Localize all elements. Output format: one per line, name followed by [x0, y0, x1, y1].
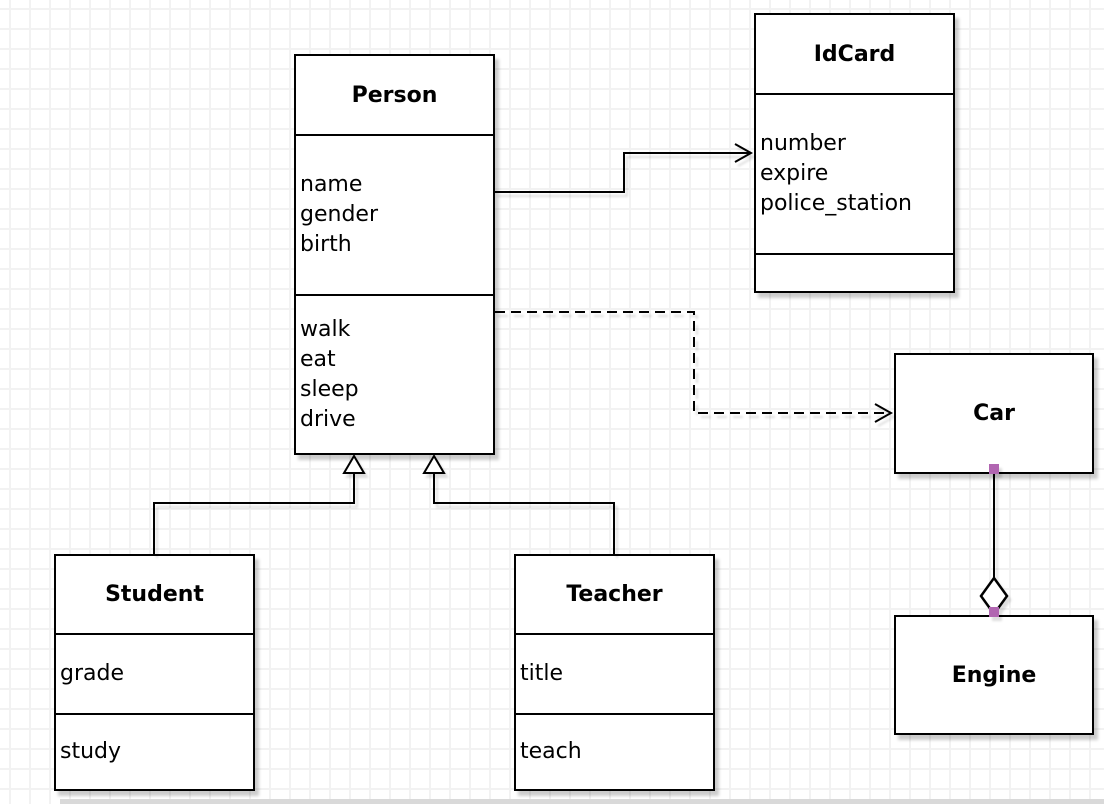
connector-aggregation-car-engine[interactable] — [979, 464, 1009, 617]
connector-generalization-student-person[interactable] — [153, 454, 366, 554]
class-box-car[interactable]: Car — [894, 353, 1094, 474]
page-edge-shadow — [60, 799, 1104, 804]
generalization-triangle-icon — [422, 454, 446, 474]
method-label: study — [60, 739, 122, 764]
class-title: Car — [973, 401, 1015, 426]
method-label: walk — [300, 316, 351, 342]
class-box-student[interactable]: Student grade study — [54, 554, 255, 791]
methods-compartment[interactable]: walk eat sleep drive — [296, 296, 493, 453]
methods-compartment[interactable]: teach — [516, 715, 713, 789]
attribute-label: expire — [760, 161, 829, 186]
class-title: Person — [296, 56, 493, 136]
method-label: teach — [520, 739, 582, 764]
attribute-label: title — [520, 661, 564, 686]
endpoint-handle[interactable] — [989, 607, 999, 617]
methods-compartment[interactable]: study — [56, 715, 253, 789]
method-label: drive — [300, 406, 356, 432]
attributes-compartment[interactable]: name gender birth — [296, 136, 493, 296]
attribute-label: name — [300, 172, 363, 197]
attribute-label: gender — [300, 202, 378, 227]
class-title: IdCard — [756, 15, 953, 95]
attribute-label: number — [760, 131, 846, 156]
class-title: Engine — [951, 662, 1037, 688]
connector-dependency-person-car[interactable] — [495, 311, 894, 423]
method-label: sleep — [300, 376, 359, 402]
open-arrowhead-icon — [734, 143, 754, 163]
class-box-engine[interactable]: Engine — [894, 615, 1094, 735]
open-arrowhead-icon — [874, 403, 894, 423]
connector-association-person-idcard[interactable] — [495, 143, 754, 193]
class-box-teacher[interactable]: Teacher title teach — [514, 554, 715, 791]
connector-generalization-teacher-person[interactable] — [422, 454, 615, 554]
method-label: eat — [300, 346, 336, 372]
attribute-label: birth — [300, 232, 352, 257]
class-box-idcard[interactable]: IdCard number expire police_station — [754, 13, 955, 293]
class-title: Student — [56, 556, 253, 635]
attributes-compartment[interactable]: grade — [56, 635, 253, 715]
generalization-triangle-icon — [342, 454, 366, 474]
attribute-label: grade — [60, 661, 124, 686]
attributes-compartment[interactable]: title — [516, 635, 713, 715]
class-title: Teacher — [516, 556, 713, 635]
class-box-person[interactable]: Person name gender birth walk eat sleep … — [294, 54, 495, 455]
endpoint-handle[interactable] — [989, 464, 999, 474]
attributes-compartment[interactable]: number expire police_station — [756, 95, 953, 255]
attribute-label: police_station — [760, 191, 912, 216]
